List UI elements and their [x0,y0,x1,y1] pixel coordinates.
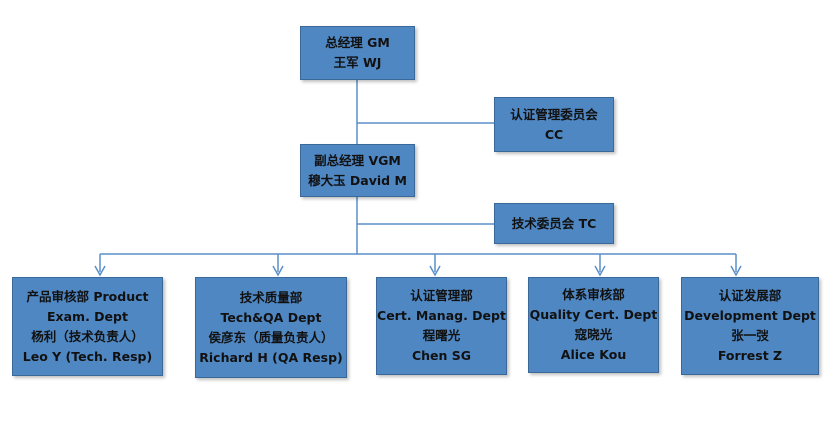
dept-head-en: Leo Y (Tech. Resp) [22,348,153,364]
dept-head-cn: 寇晓光 [574,327,613,342]
dept-box-quality-cert: 体系审核部 Quality Cert. Dept 寇晓光 Alice Kou [528,277,659,373]
dept-box-product-exam: 产品审核部 Product Exam. Dept 杨利（技术负责人） Leo Y… [12,277,163,376]
dept-name-cn: 产品审核部 Product [26,288,149,304]
tc-title: 技术委员会 TC [511,215,597,231]
tc-box: 技术委员会 TC [494,203,614,244]
cc-box: 认证管理委员会 CC [494,97,614,152]
dept-name-en: Quality Cert. Dept [529,307,658,322]
dept-box-cert-manag: 认证管理部 Cert. Manag. Dept 程曙光 Chen SG [376,277,507,375]
dept-head-cn: 侯彦东（质量负责人） [208,329,334,345]
dept-head-en: Alice Kou [560,347,627,362]
dept-box-development: 认证发展部 Development Dept 张一弢 Forrest Z [681,277,819,375]
dept-name-en: Development Dept [684,308,816,323]
dept-head-en: Chen SG [411,348,472,363]
gm-title: 总经理 GM [325,35,390,50]
gm-box: 总经理 GM 王军 WJ [300,26,415,80]
vgm-name: 穆大玉 David M [308,172,407,188]
dept-name-en: Tech&QA Dept [220,309,322,325]
dept-name-en: Cert. Manag. Dept [377,308,506,323]
vgm-title: 副总经理 VGM [314,152,401,168]
dept-name-cn: 认证发展部 [718,288,782,303]
dept-head-cn: 杨利（技术负责人） [31,328,144,344]
dept-box-tech-qa: 技术质量部 Tech&QA Dept 侯彦东（质量负责人） Richard H … [195,277,347,378]
vgm-box: 副总经理 VGM 穆大玉 David M [300,144,415,197]
dept-name-cn: 认证管理部 [410,288,473,303]
gm-name: 王军 WJ [333,55,382,70]
dept-name-en: Exam. Dept [47,308,128,324]
dept-name-cn: 技术质量部 [239,289,303,305]
dept-head-cn: 张一弢 [731,328,769,343]
cc-abbr: CC [544,126,564,142]
dept-head-cn: 程曙光 [422,328,461,343]
cc-title: 认证管理委员会 [510,106,598,122]
dept-head-en: Richard H (QA Resp) [199,349,343,365]
dept-head-en: Forrest Z [717,348,783,363]
dept-name-cn: 体系审核部 [562,287,625,302]
